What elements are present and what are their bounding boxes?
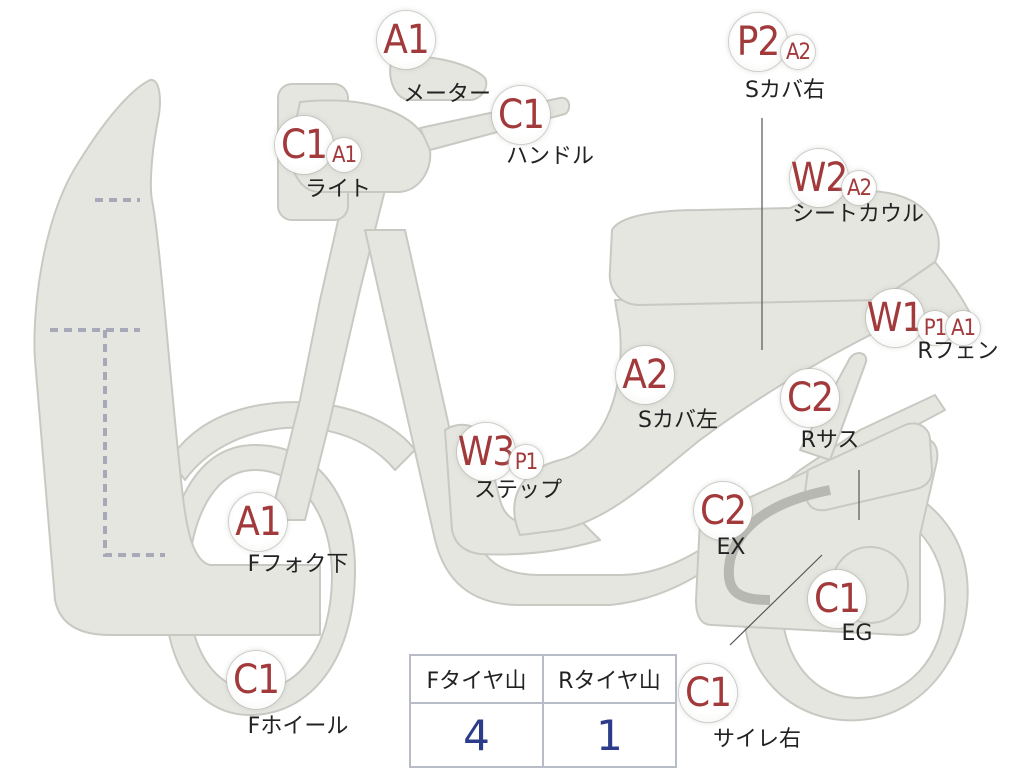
front-fork	[269, 189, 386, 521]
front-shield	[33, 78, 321, 636]
exhaust-pipe	[723, 485, 831, 605]
part-label-muffler-r: サイレ右	[712, 727, 802, 752]
part-label-step: ステップ	[473, 478, 563, 503]
part-label-f-wheel: Fホイール	[247, 714, 349, 739]
part-label-s-cover-r: Sカバ右	[745, 78, 825, 103]
table-divider	[542, 656, 544, 766]
floor-frame	[364, 229, 946, 606]
part-label-meter: メーター	[402, 82, 492, 107]
part-label-handle: ハンドル	[505, 144, 595, 169]
rear-tire-value: 1	[596, 710, 623, 760]
rear-tire-header: Rタイヤ山	[544, 656, 675, 704]
part-label-f-fork-low: Fフォク下	[247, 552, 349, 577]
part-label-r-susp: Rサス	[800, 428, 860, 453]
part-label-light: ライト	[304, 177, 372, 202]
tire-tread-table: Fタイヤ山 Rタイヤ山 4 1	[409, 654, 677, 768]
muffler	[804, 422, 933, 512]
part-label-ex: EX	[716, 535, 746, 560]
front-tire-header: Fタイヤ山	[411, 656, 542, 704]
part-label-s-cover-l: Sカバ左	[638, 408, 718, 433]
part-label-eg: EG	[841, 621, 873, 646]
part-label-r-fender: Rフェン	[917, 339, 999, 364]
engine-cover	[831, 546, 909, 624]
front-tire-value: 4	[463, 710, 490, 760]
seat	[608, 190, 940, 306]
part-label-seat-cowl: シートカウル	[791, 202, 925, 227]
